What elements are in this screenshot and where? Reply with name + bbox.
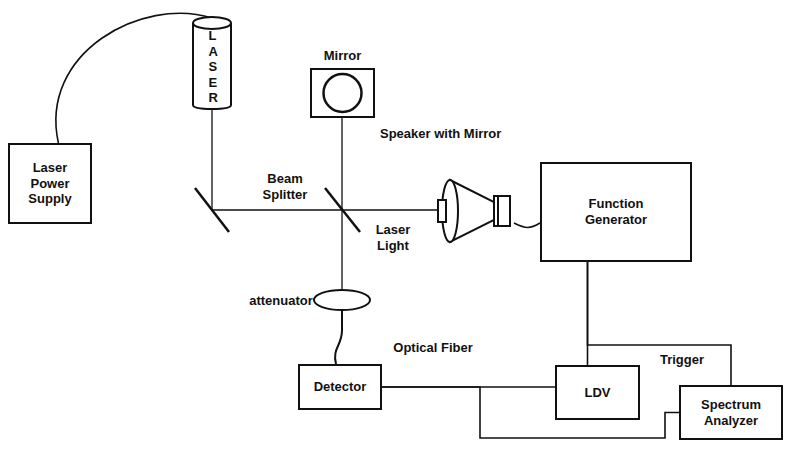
box-label: LDV xyxy=(585,385,611,401)
component-label: attenuator xyxy=(236,293,326,309)
mirror-mount: Mirror xyxy=(310,68,375,118)
detector-box: Detector xyxy=(298,364,382,410)
laser-beam-vertical xyxy=(341,118,342,290)
node-heading: Mirror xyxy=(324,48,362,64)
ldv-box: LDV xyxy=(555,365,640,420)
optical-fiber xyxy=(335,310,342,364)
box-label: Spectrum Analyzer xyxy=(685,397,777,428)
speaker: Speaker with Mirror xyxy=(436,178,520,244)
speaker-symbol xyxy=(436,178,520,244)
box-label: Function Generator xyxy=(574,196,659,227)
component-label: Beam Splitter xyxy=(252,171,318,202)
laser-beam xyxy=(212,108,438,210)
vertical-label: LASER xyxy=(208,28,215,106)
signal-label: Trigger xyxy=(652,352,712,368)
box-label: Detector xyxy=(314,379,367,395)
beam-label: Laser Light xyxy=(364,222,422,253)
signal-wire xyxy=(514,223,540,228)
attenuator-lens xyxy=(314,290,370,310)
spectrum-analyzer-box: Spectrum Analyzer xyxy=(679,385,783,440)
box-label: Laser Power Supply xyxy=(21,160,79,207)
function-generator-box: Function Generator xyxy=(540,162,692,262)
power-supply-box: Laser Power Supply xyxy=(8,143,92,224)
mirror-disc xyxy=(312,70,373,116)
component-label: Optical Fiber xyxy=(378,340,488,356)
signal-wire xyxy=(56,13,212,143)
laser-tube: LASER xyxy=(192,16,232,110)
node-heading: Speaker with Mirror xyxy=(380,126,501,142)
